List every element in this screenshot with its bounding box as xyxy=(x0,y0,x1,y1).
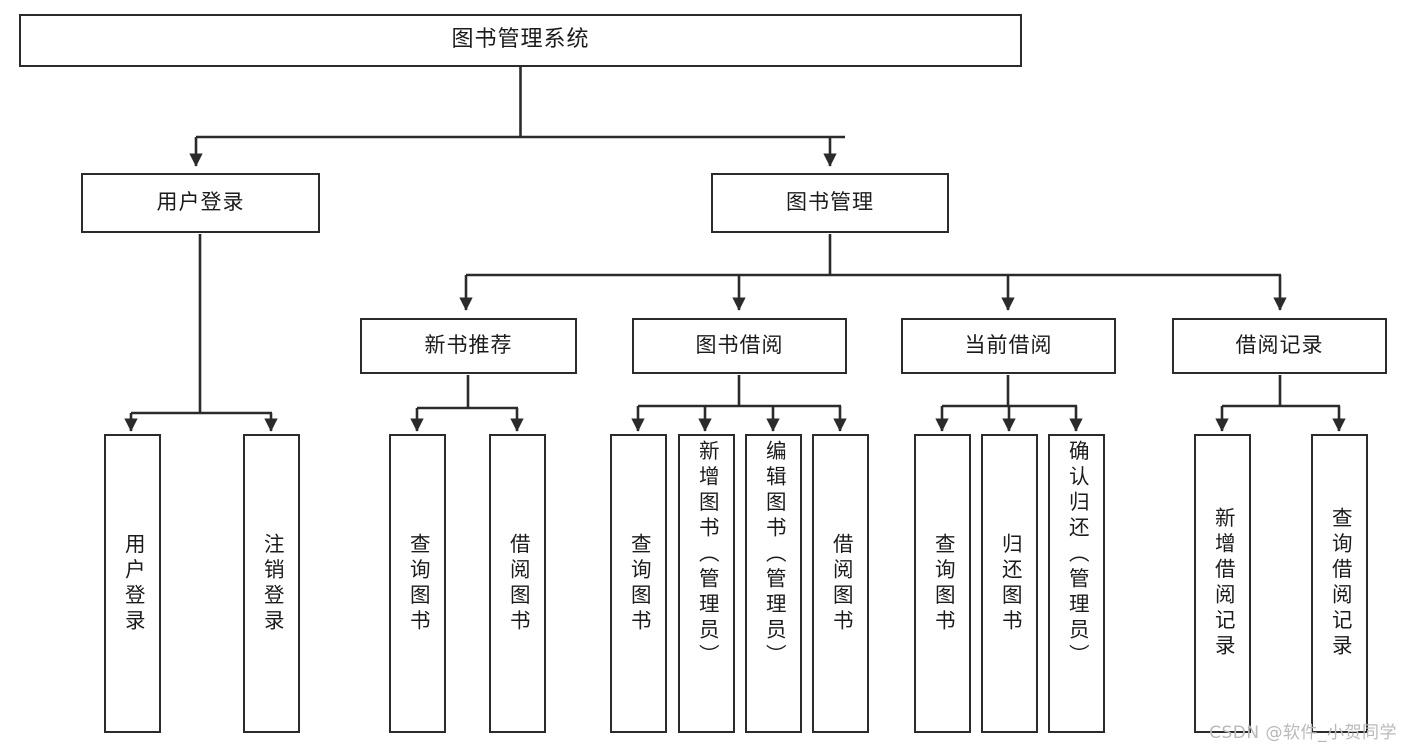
leaf-label: 编辑图书（管理员） xyxy=(762,440,787,670)
node-borrow-record[interactable]: 借阅记录 xyxy=(1172,318,1387,374)
node-book-management-label: 图书管理 xyxy=(786,190,874,215)
leaf-label: 借阅图书 xyxy=(829,532,854,635)
leaf-user-login-signin[interactable]: 用户登录 xyxy=(104,434,161,733)
leaf-body: 查询图书 xyxy=(612,436,665,731)
leaf-body: 查询图书 xyxy=(391,436,444,731)
leaf-body: 新增借阅记录 xyxy=(1196,436,1249,731)
node-new-book-recommend-label: 新书推荐 xyxy=(424,333,513,358)
leaf-record-query-record[interactable]: 查询借阅记录 xyxy=(1311,434,1368,733)
leaf-body: 查询借阅记录 xyxy=(1313,436,1366,731)
node-new-book-recommend[interactable]: 新书推荐 xyxy=(360,318,577,374)
leaf-borrow-edit-book-admin[interactable]: 编辑图书（管理员） xyxy=(745,434,802,733)
csdn-watermark: CSDN @软件_小贺同学 xyxy=(1209,723,1397,743)
leaf-current-confirm-return-admin[interactable]: 确认归还（管理员） xyxy=(1048,434,1105,733)
node-root[interactable]: 图书管理系统 xyxy=(19,14,1022,67)
node-user-login[interactable]: 用户登录 xyxy=(81,173,320,233)
node-current-borrow-label: 当前借阅 xyxy=(964,333,1053,358)
leaf-recommend-query-book[interactable]: 查询图书 xyxy=(389,434,446,733)
node-current-borrow[interactable]: 当前借阅 xyxy=(901,318,1116,374)
leaf-recommend-borrow-book[interactable]: 借阅图书 xyxy=(489,434,546,733)
leaf-label: 新增借阅记录 xyxy=(1211,507,1236,660)
leaf-label: 归还图书 xyxy=(998,532,1023,635)
leaf-body: 用户登录 xyxy=(106,436,159,731)
leaf-body: 查询图书 xyxy=(916,436,969,731)
node-book-borrow-label: 图书借阅 xyxy=(695,333,784,358)
leaf-body: 编辑图书（管理员） xyxy=(747,436,800,731)
leaf-body: 归还图书 xyxy=(983,436,1036,731)
leaf-label: 查询借阅记录 xyxy=(1328,507,1353,660)
leaf-borrow-borrow-book[interactable]: 借阅图书 xyxy=(812,434,869,733)
leaf-user-login-signout[interactable]: 注销登录 xyxy=(243,434,300,733)
leaf-body: 新增图书（管理员） xyxy=(680,436,733,731)
leaf-label: 借阅图书 xyxy=(506,532,531,635)
leaf-body: 确认归还（管理员） xyxy=(1050,436,1103,731)
leaf-body: 借阅图书 xyxy=(814,436,867,731)
node-book-management[interactable]: 图书管理 xyxy=(711,173,949,233)
leaf-body: 注销登录 xyxy=(245,436,298,731)
leaf-label: 查询图书 xyxy=(931,532,956,635)
leaf-label: 新增图书（管理员） xyxy=(695,440,720,670)
leaf-label: 注销登录 xyxy=(260,532,285,635)
node-user-login-label: 用户登录 xyxy=(156,190,245,215)
leaf-body: 借阅图书 xyxy=(491,436,544,731)
leaf-borrow-add-book-admin[interactable]: 新增图书（管理员） xyxy=(678,434,735,733)
leaf-borrow-query-book[interactable]: 查询图书 xyxy=(610,434,667,733)
leaf-label: 用户登录 xyxy=(121,532,146,635)
leaf-label: 查询图书 xyxy=(627,532,652,635)
leaf-label: 确认归还（管理员） xyxy=(1065,440,1090,670)
leaf-record-add-record[interactable]: 新增借阅记录 xyxy=(1194,434,1251,733)
node-root-label: 图书管理系统 xyxy=(451,27,590,53)
node-book-borrow[interactable]: 图书借阅 xyxy=(632,318,847,374)
leaf-current-return-book[interactable]: 归还图书 xyxy=(981,434,1038,733)
leaf-label: 查询图书 xyxy=(406,532,431,635)
leaf-current-query-book[interactable]: 查询图书 xyxy=(914,434,971,733)
node-borrow-record-label: 借阅记录 xyxy=(1235,333,1324,358)
